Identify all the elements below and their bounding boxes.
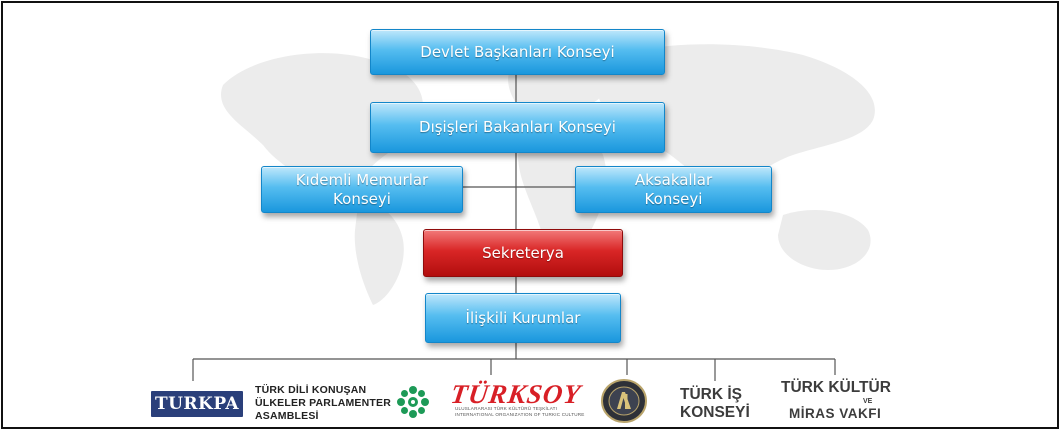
aksakallar-konseyi-box: Aksakallar Konseyi bbox=[575, 166, 772, 213]
turksoy-subtitle: ULUSLARARASI TÜRK KÜLTÜRÜ TEŞKİLATI INTE… bbox=[455, 406, 585, 417]
iliskili-kurumlar-label: İlişkili Kurumlar bbox=[465, 308, 581, 327]
sekreterya-box: Sekreterya bbox=[423, 229, 623, 277]
turkpa-name: TÜRK DİLİ KONUŞAN ÜLKELER PARLAMENTER AS… bbox=[255, 384, 392, 422]
kidemli-memurlar-konseyi-box: Kıdemli Memurlar Konseyi bbox=[261, 166, 463, 213]
green-ornament-icon bbox=[397, 386, 429, 418]
turk-is-konseyi-name: TÜRK İŞ KONSEYİ bbox=[680, 386, 750, 421]
devlet-baskanlari-konseyi-box: Devlet Başkanları Konseyi bbox=[370, 29, 665, 75]
kultur-miras-line1: TÜRK KÜLTÜR bbox=[781, 379, 891, 396]
aksakallar-konseyi-label: Aksakallar Konseyi bbox=[634, 170, 713, 208]
sekreterya-label: Sekreterya bbox=[482, 243, 564, 262]
iliskili-kurumlar-box: İlişkili Kurumlar bbox=[425, 293, 621, 343]
turksoy-logo-text: TÜRKSOY bbox=[448, 379, 584, 409]
kidemli-memurlar-konseyi-label: Kıdemli Memurlar Konseyi bbox=[295, 170, 429, 208]
turkpa-logo-text: TURKPA bbox=[154, 394, 240, 414]
turkpa-logo: TURKPA bbox=[151, 391, 243, 417]
devlet-baskanlari-konseyi-label: Devlet Başkanları Konseyi bbox=[420, 42, 615, 61]
disisleri-bakanlari-konseyi-label: Dışişleri Bakanları Konseyi bbox=[419, 118, 616, 136]
round-seal-icon bbox=[601, 379, 647, 423]
disisleri-bakanlari-konseyi-box: Dışişleri Bakanları Konseyi bbox=[370, 102, 665, 153]
kultur-miras-line2: MİRAS VAKFI bbox=[789, 406, 882, 421]
kultur-miras-ve: VE bbox=[863, 398, 873, 405]
